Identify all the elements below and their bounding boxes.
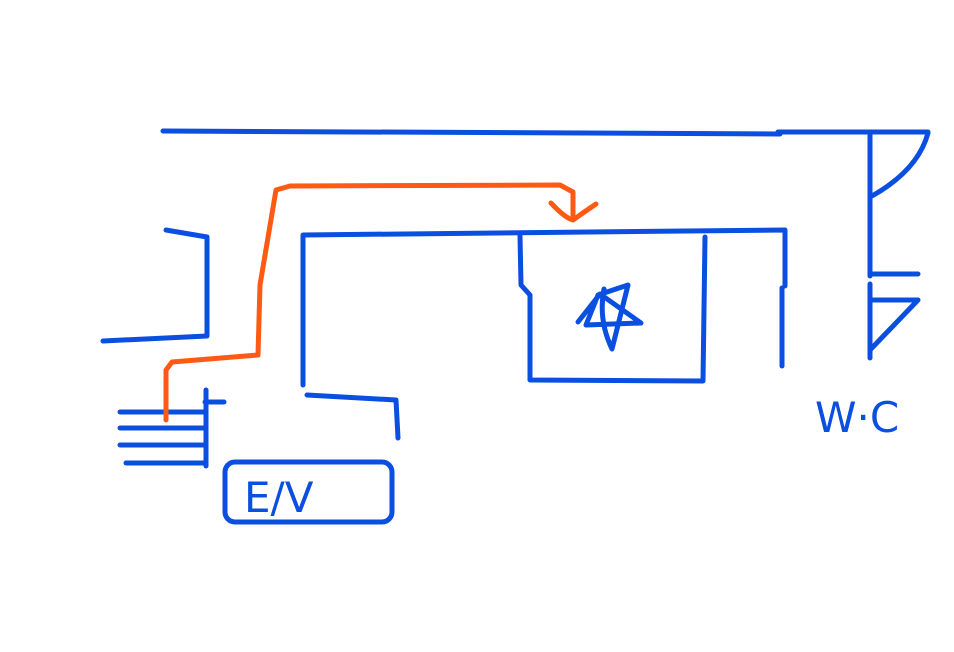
central-room-lower-wall (304, 392, 401, 441)
restroom-label: W·C (815, 393, 899, 442)
left-room-wall (100, 227, 210, 344)
arrow-down-icon (548, 200, 599, 223)
elevator-label: E/V (244, 473, 314, 522)
restroom-door-upper (867, 130, 931, 279)
route-path (163, 182, 576, 423)
star-icon (575, 282, 644, 352)
stairs-icon (117, 387, 227, 469)
central-room-wall (300, 227, 788, 388)
corridor-top-wall (160, 128, 783, 137)
restroom-door-lower (867, 281, 921, 361)
destination-box (517, 233, 708, 384)
elevator-box: E/V (222, 459, 395, 525)
